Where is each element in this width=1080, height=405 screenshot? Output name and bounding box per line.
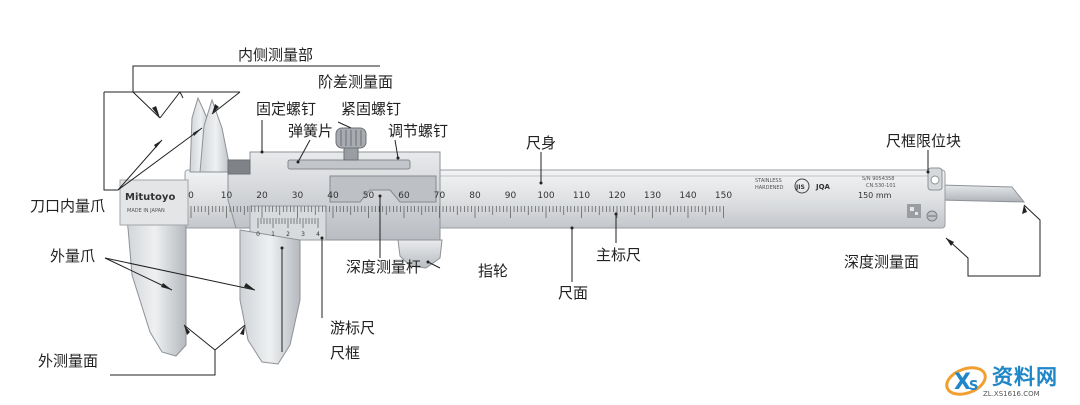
vernier-number: 2 — [286, 231, 290, 238]
beam-mark-hardened: HARDENED — [755, 185, 784, 191]
leader-arrowheads — [152, 104, 1027, 335]
beam-mark-range: 150 mm — [858, 191, 892, 200]
label-depth-rod: 深度测量杆 — [346, 258, 422, 276]
label-knife-edge-inner-jaw: 刀口内量爪 — [30, 197, 106, 215]
slider-outer-jaw — [239, 229, 301, 365]
main-scale-number: 140 — [679, 191, 696, 201]
main-scale-number: 60 — [398, 191, 410, 201]
jis-mark-icon — [794, 178, 810, 194]
main-scale-number: 0 — [188, 191, 194, 201]
label-beam-body: 尺身 — [526, 134, 557, 152]
main-scale-number: 20 — [256, 191, 268, 201]
label-spring-plate: 弹簧片 — [288, 122, 334, 140]
leader-lines — [103, 65, 1041, 376]
main-scale-number: 30 — [292, 191, 304, 201]
main-scale-number: 110 — [573, 191, 590, 201]
stop-block-hole — [930, 175, 940, 185]
main-scale-number: 50 — [363, 191, 375, 201]
watermark-url: ZL.XS1616.COM — [983, 390, 1040, 398]
spring-plate-part — [287, 159, 411, 170]
brand-name: Mitutoyo — [125, 192, 175, 203]
svg-text:X: X — [954, 370, 971, 395]
caliper-body — [119, 96, 1026, 365]
main-scale-number: 10 — [221, 191, 233, 201]
brand-plate — [119, 179, 189, 226]
main-scale-number: 100 — [537, 191, 554, 201]
beam-mark-stainless: STAINLESS — [755, 178, 782, 184]
vernier-number: 4 — [316, 231, 320, 238]
label-adjusting-screw: 调节螺钉 — [388, 122, 449, 140]
label-inner-measuring-part: 内侧测量部 — [238, 46, 314, 64]
watermark-title: 资料网 — [992, 365, 1058, 389]
label-slider-frame: 尺框 — [330, 344, 361, 362]
main-scale-numbers: 0 10 20 30 40 50 60 70 80 90 100 110 120 130 140 150 — [188, 191, 732, 201]
vernier-ticks — [257, 218, 319, 228]
thumb-roller-part — [397, 239, 443, 269]
main-scale-ticks — [190, 206, 724, 218]
label-outer-jaw: 外量爪 — [50, 247, 96, 265]
main-scale-number: 130 — [644, 191, 661, 201]
label-beam-face: 尺面 — [558, 284, 589, 302]
depth-rod-end — [939, 184, 1026, 203]
main-scale-number: 120 — [608, 191, 625, 201]
vernier-numbers: 0 1 2 3 4 — [256, 231, 320, 238]
slider-window — [329, 175, 437, 203]
label-step-measuring-face: 阶差测量面 — [318, 73, 394, 91]
label-thumb-roller: 指轮 — [478, 262, 509, 280]
beam-mark-serial: S/N 9054358 — [862, 176, 894, 182]
label-vernier-scale: 游标尺 — [330, 319, 376, 337]
watermark-logo-icon: X S — [945, 366, 987, 396]
beam-mark-jqa: JQA — [815, 183, 831, 191]
main-scale-number: 70 — [434, 191, 446, 201]
label-main-scale: 主标尺 — [596, 246, 642, 264]
label-fixed-screw: 固定螺钉 — [256, 100, 317, 118]
vernier-number: 3 — [301, 231, 305, 238]
main-scale-number: 90 — [505, 191, 517, 201]
brand-sub: MADE IN JAPAN — [127, 208, 165, 214]
label-outer-measuring-face: 外测量面 — [38, 352, 99, 370]
main-scale-number: 80 — [469, 191, 481, 201]
vernier-number: 1 — [271, 231, 275, 238]
beam-mark-jis: JIS — [795, 184, 805, 191]
watermark: X S — [940, 355, 1080, 405]
label-stop-block: 尺框限位块 — [886, 132, 962, 150]
svg-text:S: S — [969, 379, 978, 394]
label-locking-screw: 紧固螺钉 — [341, 100, 402, 118]
label-depth-face: 深度测量面 — [844, 253, 920, 271]
leader-dots — [260, 150, 930, 264]
beam-mark-code: CN.530-101 — [866, 183, 896, 189]
main-scale-number: 150 — [715, 191, 732, 201]
main-scale-number: 40 — [327, 191, 339, 201]
vernier-number: 0 — [256, 231, 260, 238]
